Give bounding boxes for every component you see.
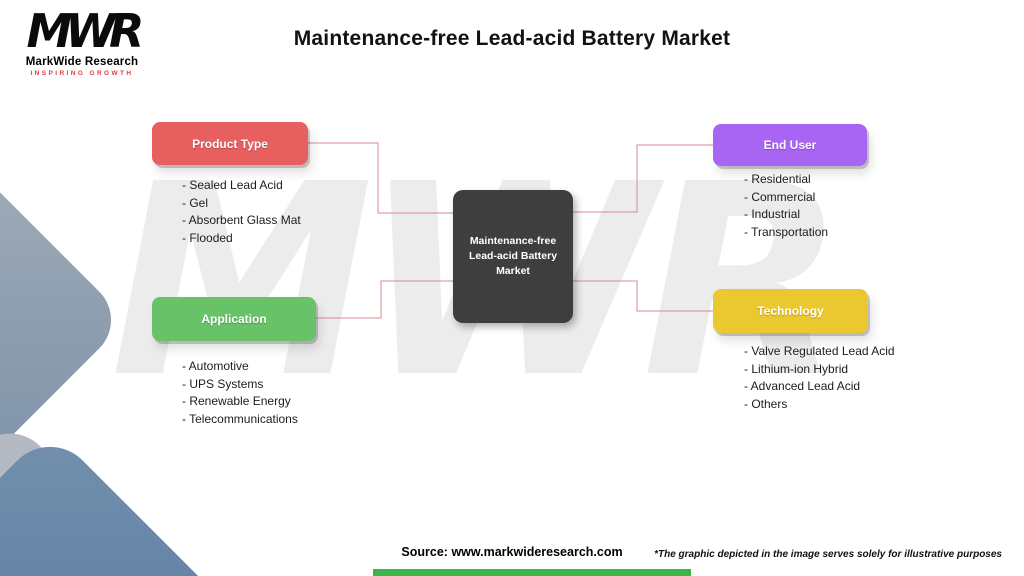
category-box-technology: Technology — [713, 289, 868, 333]
decor-shape-green-strip — [373, 569, 691, 576]
list-item: Automotive — [182, 358, 298, 376]
list-item: Absorbent Glass Mat — [182, 212, 301, 230]
list-item: Industrial — [744, 206, 828, 224]
category-label-technology: Technology — [757, 304, 824, 318]
list-item: Valve Regulated Lead Acid — [744, 343, 894, 361]
logo-name: MarkWide Research — [25, 55, 139, 68]
connector-product-type — [308, 142, 453, 214]
logo-tagline: Inspiring Growth — [30, 69, 134, 77]
logo-monogram: MWR — [26, 4, 145, 58]
category-box-application: Application — [152, 297, 316, 341]
connector-end-user — [573, 144, 713, 213]
category-label-end-user: End User — [763, 138, 817, 152]
center-node-label: Maintenance-free Lead-acid Battery Marke… — [468, 234, 558, 278]
list-item: Advanced Lead Acid — [744, 378, 895, 396]
connector-application — [316, 280, 453, 319]
list-item: Flooded — [182, 230, 301, 248]
category-box-end-user: End User — [713, 124, 867, 166]
list-item: Commercial — [744, 189, 828, 207]
source-label: Source: — [401, 545, 448, 559]
category-list-product-type: Sealed Lead Acid Gel Absorbent Glass Mat… — [182, 177, 301, 247]
category-list-end-user: Residential Commercial Industrial Transp… — [744, 171, 828, 241]
category-box-product-type: Product Type — [152, 122, 308, 165]
list-item: Telecommunications — [182, 411, 298, 429]
category-label-application: Application — [201, 312, 267, 326]
list-item: Transportation — [744, 224, 828, 242]
center-node: Maintenance-free Lead-acid Battery Marke… — [453, 190, 573, 323]
list-item: Residential — [744, 171, 828, 189]
list-item: Others — [744, 396, 895, 414]
category-label-product-type: Product Type — [192, 136, 268, 151]
connector-technology — [573, 280, 713, 312]
list-item: Renewable Energy — [182, 393, 298, 411]
disclaimer-text: *The graphic depicted in the image serve… — [654, 549, 1002, 560]
list-item: Gel — [182, 195, 301, 213]
list-item: Sealed Lead Acid — [182, 177, 301, 195]
category-list-technology: Valve Regulated Lead Acid Lithium-ion Hy… — [744, 343, 895, 413]
page-title: Maintenance-free Lead-acid Battery Marke… — [293, 27, 731, 50]
list-item: UPS Systems — [182, 376, 298, 394]
source-url: www.markwideresearch.com — [451, 545, 623, 559]
category-list-application: Automotive UPS Systems Renewable Energy … — [182, 358, 298, 428]
list-item: Lithium-ion Hybrid — [744, 361, 895, 379]
markwide-logo: MWR MarkWide Research Inspiring Growth — [20, 4, 145, 77]
source-line: Source: www.markwideresearch.com — [0, 545, 1024, 559]
